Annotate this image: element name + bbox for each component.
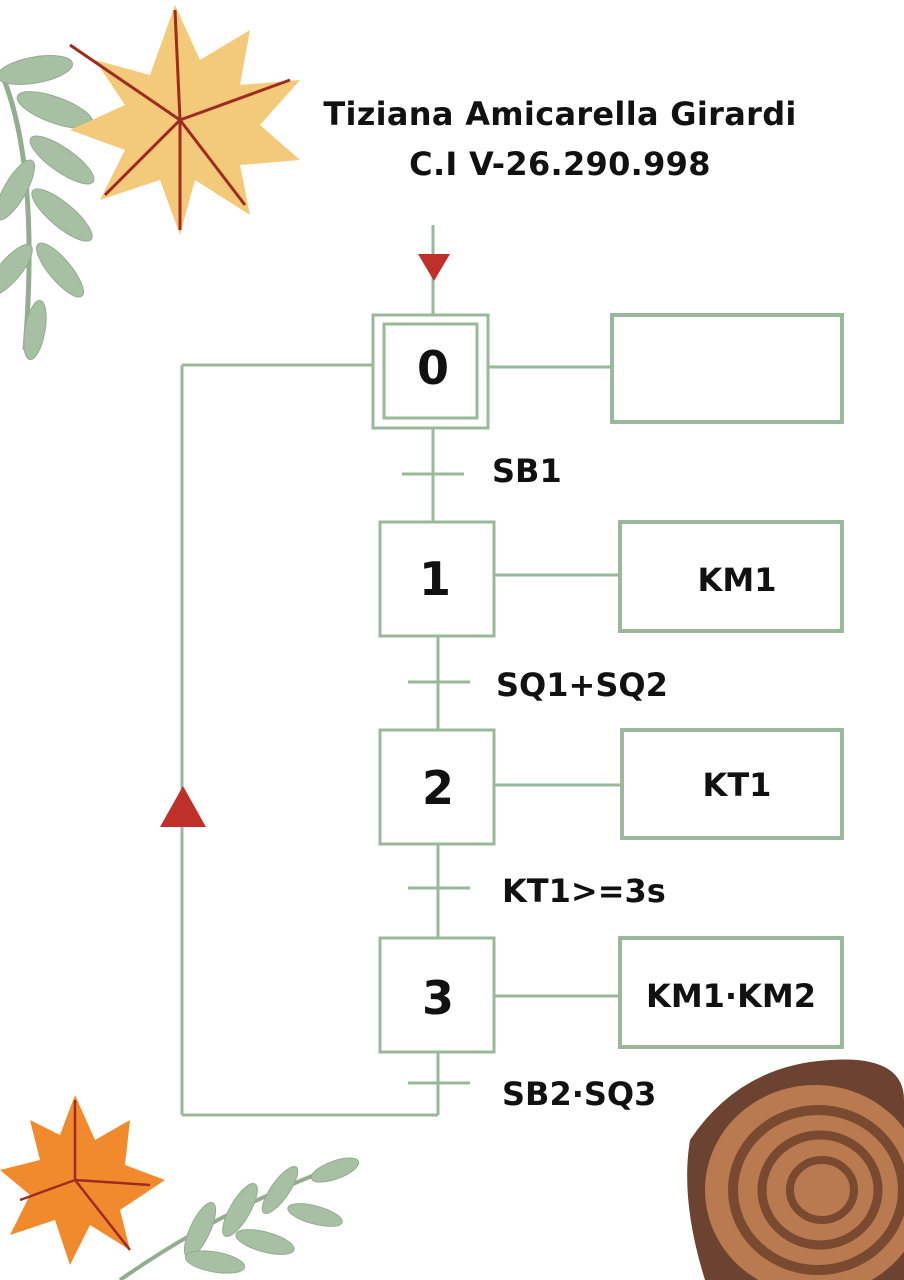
transition-3-label: SB2·SQ3 [502,1075,656,1113]
transition-0-label: SB1 [492,452,562,490]
action-label: KT1 [703,766,772,804]
step-number: 2 [422,761,454,815]
transition-bars [402,472,470,1085]
step-number: 3 [422,971,454,1025]
action-label: KM1 [698,561,777,599]
return-arrow-icon [160,786,206,827]
entry-arrow-icon [418,254,450,281]
step-number: 0 [417,341,449,395]
step-number: 1 [419,552,451,606]
transition-1-label: SQ1+SQ2 [496,666,668,704]
author-name: Tiziana Amicarella Girardi [323,95,797,133]
wood-slice [687,1059,904,1280]
action-box-step-2: KT1 [620,728,844,840]
action-label: KM1·KM2 [646,977,816,1015]
step-1: 1 [378,520,496,638]
action-box-step-0 [610,313,844,424]
author-id: C.I V-26.290.998 [409,145,711,183]
step-0: 0 [371,313,490,430]
maple-leaf-orange [0,1095,165,1265]
fern-branch-top-left [0,55,95,361]
step-2: 2 [378,728,496,846]
transition-2-label: KT1>=3s [502,872,666,910]
action-box-step-1: KM1 [618,520,844,633]
fern-branch-bottom [118,1157,360,1280]
maple-leaf-yellow [69,5,300,235]
step-3: 3 [378,936,496,1054]
action-box-step-3: KM1·KM2 [618,936,844,1049]
